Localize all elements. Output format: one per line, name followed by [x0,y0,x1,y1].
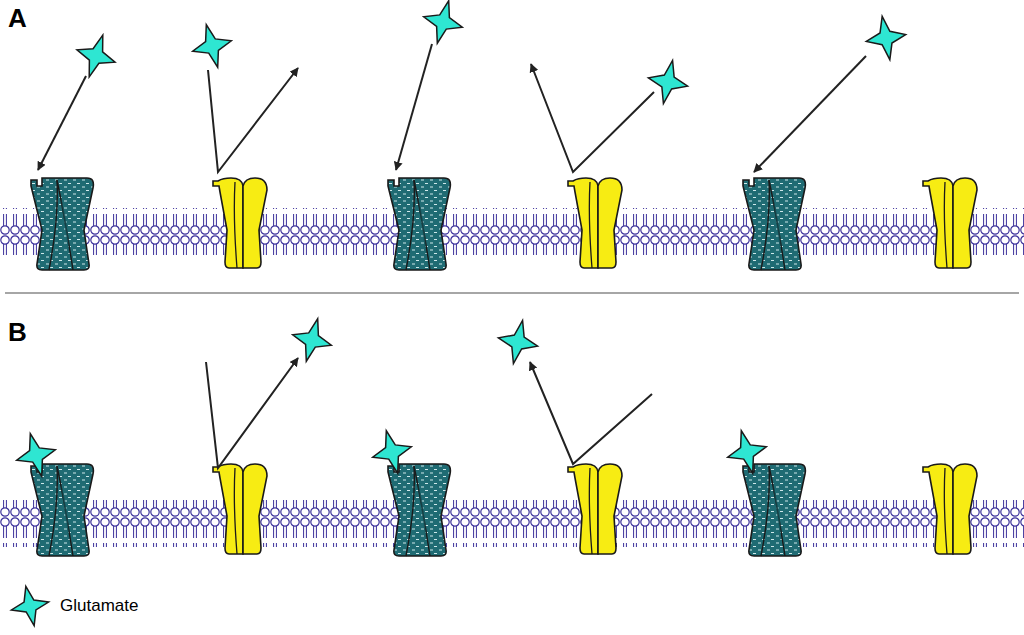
receptor-group [31,464,977,556]
receptor-group [31,178,977,270]
lipid-bilayer [0,208,1024,255]
other-receptor [568,178,622,268]
panel-letter-text: B [8,317,27,347]
lipid-bilayer [0,500,1024,547]
legend-text: Glutamate [52,596,138,616]
legend-entry: Glutamate [8,584,138,628]
bounce-arrow [206,358,298,468]
bound-glutamate [722,426,772,479]
bounce-arrow [531,64,654,172]
glutamate-star [418,0,468,48]
glutamate-star [494,316,542,367]
panel-letter: B [8,318,27,346]
glutamate-star [8,584,52,628]
glutamate-star [70,29,122,83]
glutamate-star [862,13,909,63]
binding-arrow [754,56,866,172]
ampa-receptor [388,178,450,270]
binding-arrow [38,76,86,170]
binding-arrow [396,44,432,170]
panel-separator [5,292,1019,294]
bound-glutamate [11,429,61,482]
motion-arrows [38,44,866,172]
other-receptor [568,464,622,554]
ampa-receptor [388,464,450,556]
bound-glutamate [367,426,417,479]
ampa-receptor [31,178,93,270]
other-receptor [923,178,977,268]
panel-letter-text: A [8,3,27,33]
bounce-arrow [530,362,652,464]
ampa-receptor [31,464,93,556]
other-receptor [213,464,267,554]
bounce-arrow [208,68,298,172]
legend-sample [8,584,52,628]
other-receptor [213,178,267,268]
glutamate-star [187,20,237,73]
panel-letter: A [8,4,27,32]
glutamate-stars [70,0,909,108]
ampa-receptor [743,178,805,270]
motion-arrows [206,358,652,468]
glutamate-star [287,314,337,367]
other-receptor [923,464,977,554]
glutamate-star [644,56,692,107]
glutamate-stars [11,314,772,482]
ampa-receptor [743,464,805,556]
